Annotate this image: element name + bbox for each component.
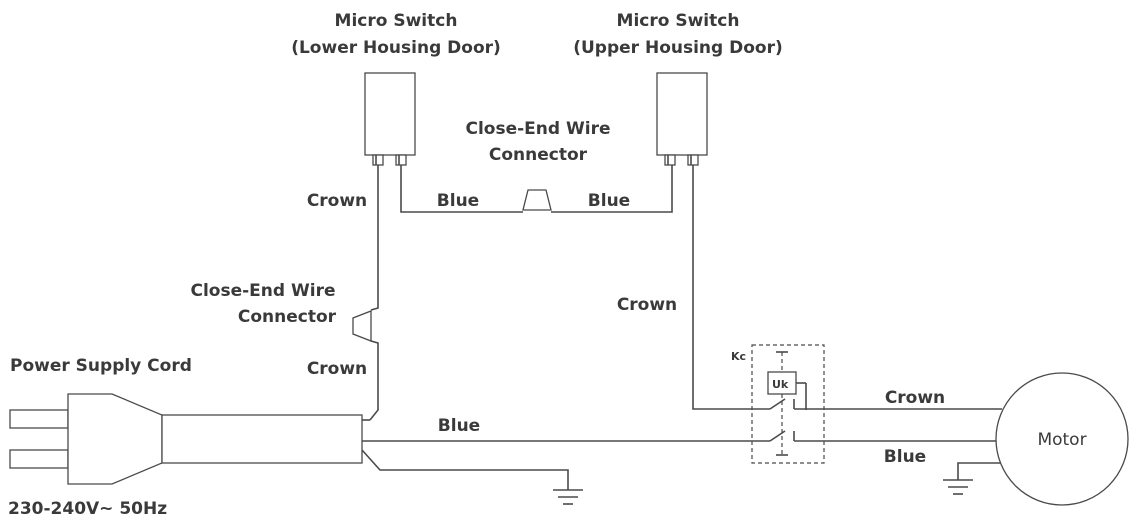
power-cord-sheath xyxy=(161,414,363,464)
relay-coil-label: Uk xyxy=(772,378,789,391)
switch-lower-subtitle: (Lower Housing Door) xyxy=(291,38,501,58)
power-cord-label: Power Supply Cord xyxy=(10,356,192,376)
switch-upper-title: Micro Switch xyxy=(617,11,740,31)
micro-switch-upper-body xyxy=(656,72,708,156)
switch-upper-subtitle: (Upper Housing Door) xyxy=(573,38,783,58)
switch-lower-title: Micro Switch xyxy=(335,11,458,31)
motor-crown-label: Crown xyxy=(885,388,945,408)
connector-left-label-line1: Close-End Wire xyxy=(191,281,336,301)
wire-ground-left xyxy=(361,449,569,490)
motor-circle xyxy=(995,372,1129,506)
micro-switch-upper-terminal-1 xyxy=(664,154,676,166)
wire-blue-left-label: Blue xyxy=(437,191,479,211)
wire-crown-top-label: Crown xyxy=(307,191,367,211)
relay-kc xyxy=(751,344,825,464)
wire-crown-right-label: Crown xyxy=(617,295,677,315)
micro-switch-lower-body xyxy=(364,72,416,156)
micro-switch-upper-terminal-2 xyxy=(687,154,699,166)
ground-icon-right xyxy=(943,479,973,495)
motor-label: Motor xyxy=(1037,430,1086,450)
close-end-connector-left xyxy=(352,310,372,342)
plug-pin-top xyxy=(9,409,69,429)
power-plug xyxy=(9,393,363,485)
wire-crown-right xyxy=(692,165,770,410)
wire-blue-right-label: Blue xyxy=(588,191,630,211)
micro-switch-lower xyxy=(364,72,416,166)
ground-icon-left xyxy=(553,489,583,505)
wire-crown-top xyxy=(370,165,379,311)
micro-switch-upper xyxy=(656,72,708,166)
micro-switch-lower-terminal-1 xyxy=(372,154,384,166)
relay-label: Kc xyxy=(731,350,746,363)
wire-crown-lower-label: Crown xyxy=(307,359,367,379)
plug-pin-bottom xyxy=(9,449,69,469)
connector-top-label-line1: Close-End Wire xyxy=(466,119,611,139)
connector-top-label-line2: Connector xyxy=(489,145,588,165)
plug-body xyxy=(67,393,163,485)
wire-crown-lower xyxy=(369,340,379,421)
motor-blue-label: Blue xyxy=(884,447,926,467)
micro-switch-lower-terminal-2 xyxy=(395,154,407,166)
wire-blue-left xyxy=(400,165,523,213)
close-end-connector-top xyxy=(522,189,552,211)
wire-blue-main-label: Blue xyxy=(438,416,480,436)
relay-enclosure xyxy=(751,344,825,464)
connector-left-label-line2: Connector xyxy=(238,307,337,327)
wire-ground-motor xyxy=(957,462,1005,480)
wire-blue-right xyxy=(551,165,673,213)
voltage-label: 230-240V~ 50Hz xyxy=(8,499,167,519)
